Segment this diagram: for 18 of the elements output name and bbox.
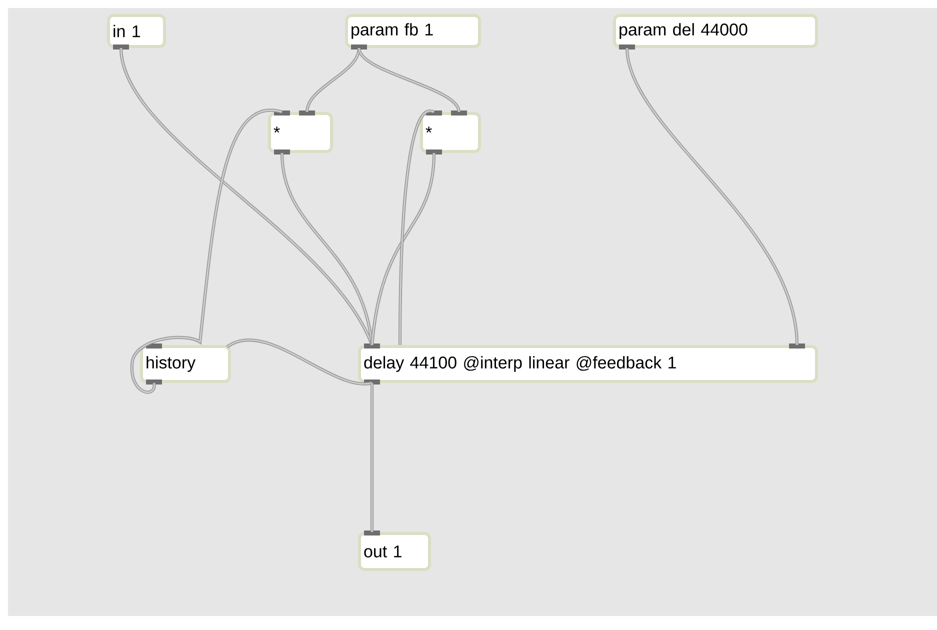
object-box: delay 44100 @interp linear @feedback 1 [358, 344, 818, 384]
patch-cord [280, 152, 374, 346]
patch-cord [370, 152, 436, 346]
object-box: * [420, 110, 481, 154]
patch-cord [625, 48, 799, 346]
object-box: * [268, 110, 333, 154]
object-box: param fb 1 [345, 14, 481, 50]
object-box: history [140, 344, 231, 384]
patch-cord [358, 48, 460, 112]
object-box: in 1 [107, 14, 166, 50]
patch-cord [398, 110, 434, 346]
patch-cord [119, 48, 374, 346]
patch-cord [370, 383, 374, 532]
patch-cord [226, 338, 372, 386]
patch-cord [305, 48, 361, 112]
patch-cord [130, 108, 282, 394]
object-box: param del 44000 [613, 14, 818, 50]
object-box: out 1 [358, 530, 431, 571]
